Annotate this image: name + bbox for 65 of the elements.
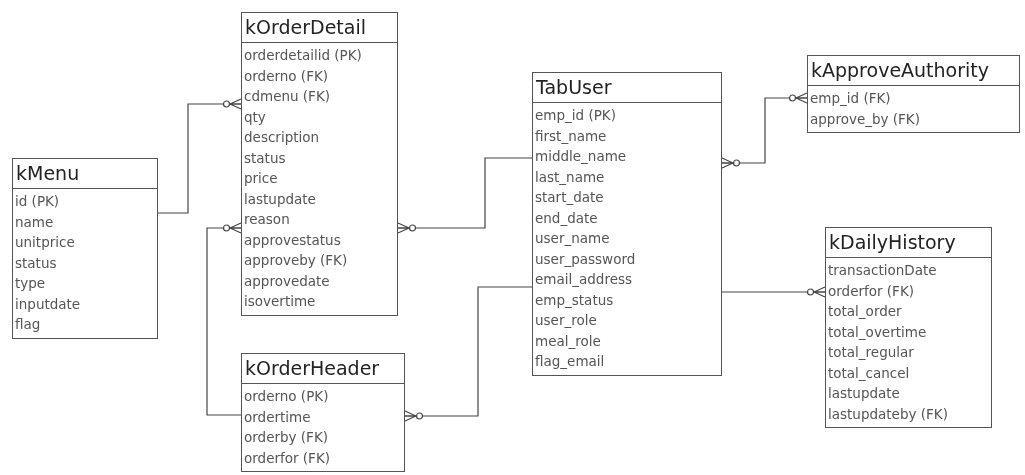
attribute-row-text: flag_email	[535, 352, 606, 371]
attribute-row-text: orderfor (FK)	[244, 448, 331, 468]
attribute-row-text: lastupdate	[828, 384, 901, 403]
table-title: TabUser	[533, 73, 721, 103]
attribute-row-text: status	[244, 148, 287, 168]
attribute-row-text: meal_role	[535, 331, 602, 351]
attribute-row-text: isovertime	[244, 292, 317, 311]
attribute-row-text: approveby (FK)	[244, 251, 349, 270]
relationship-line	[397, 157, 533, 234]
attribute-row-text: start_date	[535, 188, 605, 207]
attribute-row-text: emp_status	[535, 290, 615, 310]
attribute-row-text: approve_by (FK)	[810, 109, 921, 129]
attribute-row-text: approvedate	[244, 271, 331, 291]
attribute-row-text: email_address	[535, 270, 634, 289]
relationship-line	[721, 92, 808, 169]
attribute-row-text: status	[15, 253, 58, 273]
attribute-row-text: orderby (FK)	[244, 428, 329, 447]
attribute-row-text: orderno (PK)	[244, 387, 330, 406]
attribute-row-text: orderfor (FK)	[828, 281, 915, 301]
attribute-row-text: emp_id (PK)	[535, 106, 617, 125]
attribute-row-text: description	[244, 128, 321, 147]
attribute-row-text: user_password	[535, 249, 637, 269]
attribute-row-text: user_role	[535, 311, 598, 330]
table-title: kOrderDetail	[242, 13, 397, 43]
attribute-row-text: ordertime	[244, 407, 312, 427]
entity-table	[532, 72, 722, 376]
attribute-row-text: first_name	[535, 126, 608, 146]
attribute-row-text: price	[244, 169, 279, 188]
attribute-row-text: lastupdateby (FK)	[828, 404, 949, 424]
attribute-row-text: unitprice	[15, 233, 76, 252]
attribute-row-text: type	[15, 274, 47, 293]
attribute-row-text: total_cancel	[828, 363, 911, 383]
attribute-row-text: orderno (FK)	[244, 66, 330, 86]
entity-table	[241, 12, 398, 316]
entity-table	[12, 158, 158, 339]
relationship-line	[404, 286, 533, 422]
attribute-row-text: middle_name	[535, 147, 628, 166]
attribute-row-text: total_overtime	[828, 322, 928, 342]
attribute-row-text: cdmenu (FK)	[244, 87, 331, 106]
table-title: kMenu	[13, 159, 157, 189]
attribute-row-text: qty	[244, 107, 267, 127]
attribute-row-text: last_name	[535, 167, 606, 187]
entity-table	[807, 55, 1020, 133]
entity-table	[241, 353, 405, 472]
relationship-line	[721, 286, 826, 298]
attribute-row-text: total_regular	[828, 343, 915, 362]
attribute-row-text: user_name	[535, 229, 611, 248]
attribute-row-text: total_order	[828, 302, 903, 321]
table-title: kApproveAuthority	[808, 56, 1019, 86]
relationship-line	[206, 222, 242, 416]
attribute-row-text: emp_id (FK)	[810, 89, 892, 108]
attribute-row-text: flag	[15, 315, 42, 334]
table-title: kDailyHistory	[826, 228, 991, 258]
attribute-row-text: reason	[244, 210, 291, 229]
attribute-row-text: lastupdate	[244, 189, 317, 209]
entity-table	[825, 227, 992, 428]
table-title: kOrderHeader	[242, 354, 404, 384]
attribute-row-text: id (PK)	[15, 192, 61, 211]
attribute-row-text: approvestatus	[244, 230, 342, 250]
attribute-row-text: transactionDate	[828, 261, 938, 280]
attribute-row-text: end_date	[535, 208, 599, 228]
attribute-row-text: name	[15, 212, 55, 232]
attribute-row-text: orderdetailid (PK)	[244, 46, 363, 65]
relationship-line	[157, 98, 242, 214]
attribute-row-text: inputdate	[15, 294, 82, 314]
